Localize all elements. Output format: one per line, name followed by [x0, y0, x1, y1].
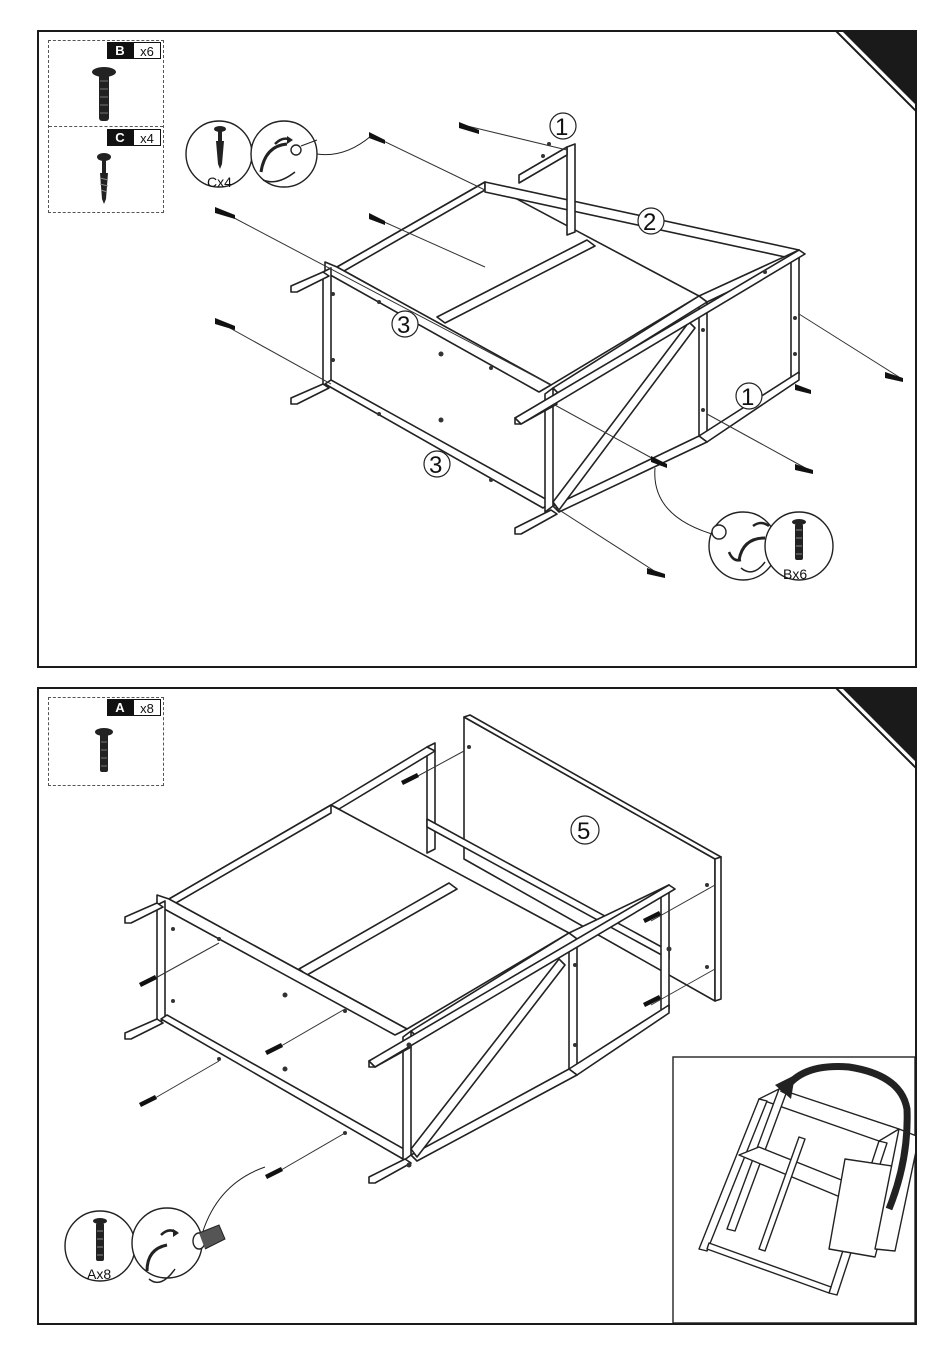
part-number-1-bottom: 1	[741, 384, 754, 411]
part-number-1-top: 1	[555, 114, 568, 141]
assembly-step-2-panel: A x8	[37, 687, 917, 1325]
bolt-b-callout	[655, 468, 833, 580]
callout-b-quantity: Bx6	[783, 566, 807, 582]
frame-assembly-drawing-1: 1 2 3 3 1 Cx4	[39, 32, 915, 666]
assembly-step-1-panel: B x6 C x4	[37, 30, 917, 668]
flip-upright-inset	[673, 1057, 915, 1323]
callout-c-quantity: Cx4	[207, 174, 232, 190]
frame-assembly-drawing-2: 5 Ax8	[39, 689, 915, 1323]
part-number-5: 5	[577, 818, 590, 845]
part-number-3-bottom: 3	[429, 452, 442, 479]
part-number-2: 2	[643, 209, 656, 236]
part-number-3-top: 3	[397, 312, 410, 339]
callout-a-quantity: Ax8	[87, 1266, 111, 1282]
